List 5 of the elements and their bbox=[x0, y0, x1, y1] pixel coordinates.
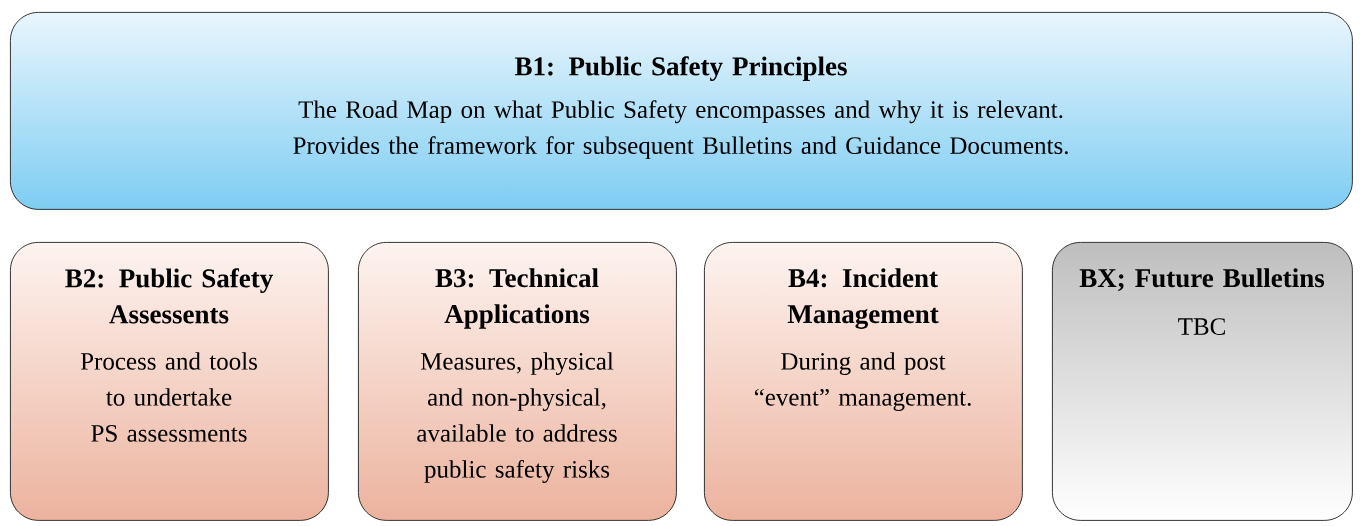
bulletin-box: BX; Future Bulletins TBC bbox=[1052, 242, 1353, 521]
bulletin-box: B4: Incident Management During and post “event” management. bbox=[704, 242, 1023, 521]
bulletin-box: B2: Public Safety Assessents Process and tools to undertake PS assessments bbox=[10, 242, 329, 521]
bulletin-box: B3: Technical Applications Measures, physical and non-physical, available to address public safety risks bbox=[358, 242, 677, 521]
bulletin-box: B1: Public Safety Principles The Road Map on what Public Safety encompasses and why it is relevant. Provides the framework for subsequent Bulletins and Guidance Documents. bbox=[10, 12, 1353, 210]
